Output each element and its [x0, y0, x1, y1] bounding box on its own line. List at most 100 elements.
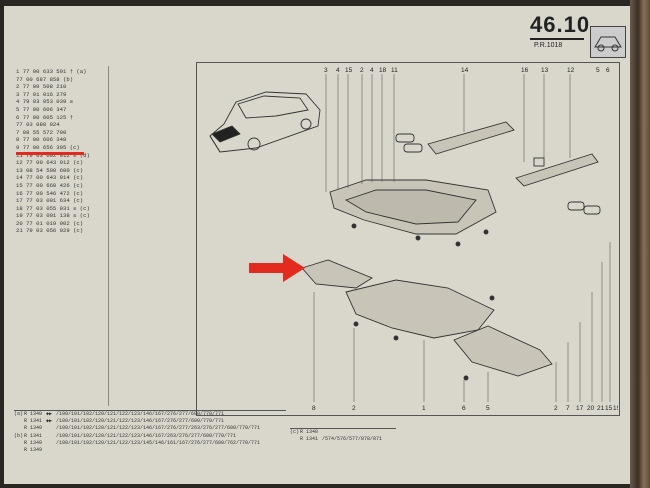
red-arrow-icon — [249, 254, 305, 282]
callout-label: 14 — [461, 67, 469, 74]
callout-label: 2 — [352, 405, 356, 412]
part-row: 77 00 687 858 (b) — [16, 75, 74, 83]
callout-label: 8 — [312, 405, 316, 412]
ap-mark: ◆▶ — [46, 411, 53, 417]
ap-r: R 1340 — [24, 411, 43, 417]
part-row: 12 77 00 643 912 (c) — [16, 159, 84, 167]
ap-code — [14, 418, 24, 425]
part-row: 2 77 00 508 210 — [16, 83, 67, 91]
ap-code: (a) — [14, 411, 24, 417]
ap-models: /100/101/102/120/121/122/123/146/167/276… — [56, 425, 261, 432]
ap-r: R 1341 — [300, 436, 319, 443]
table-row: (c) R 1340 — [290, 429, 396, 436]
callout-label: 3 — [324, 67, 328, 74]
book-binding — [630, 0, 650, 488]
callout-label: 15 — [605, 405, 613, 412]
upper-rail-right — [515, 153, 599, 187]
lower-shield — [345, 279, 495, 339]
callout-label: 16 — [521, 67, 529, 74]
ap-r: R 1340 — [300, 429, 319, 435]
table-row: R 1341 ◆▶ /100/101/102/120/121/122/123/1… — [14, 418, 286, 425]
column-divider — [108, 66, 109, 406]
table-row: (b) R 1341 /100/101/102/120/121/122/123/… — [14, 433, 286, 440]
diagram-frame — [196, 62, 620, 416]
part-row: 8 77 00 606 348 — [16, 136, 67, 144]
part-row: 13 08 54 590 600 (c) — [16, 166, 84, 174]
ap-code — [290, 436, 300, 443]
leader-lines — [313, 74, 611, 402]
ap-models: /100/101/102/120/121/122/123/146/167/276… — [56, 418, 225, 425]
ap-r: R 1340 — [24, 439, 43, 446]
ap-models: /100/101/102/120/121/122/123/145/146/161… — [56, 439, 261, 446]
upper-rail-left — [427, 121, 515, 155]
application-table-c: (c) R 1340 R 1341 /574/576/577/878/871 — [290, 428, 396, 443]
callout-label: 19 — [613, 405, 618, 412]
callout-label: 2 — [554, 405, 558, 412]
callout-label: 4 — [370, 67, 374, 74]
page-subref: P.R.1018 — [534, 42, 563, 49]
part-row: 18 77 03 055 031 ☒ (c) — [16, 204, 90, 212]
section-thumbnail-icon — [590, 26, 626, 58]
callout-label: 5 — [486, 405, 490, 412]
ap-r: R 1341 — [24, 418, 43, 425]
page-number: 46.10 — [530, 12, 591, 37]
ap-code — [14, 440, 24, 447]
callout-label: 1 — [422, 405, 426, 412]
part-row: 7 08 55 572 700 — [16, 128, 67, 136]
part-row: 15 77 00 660 426 (c) — [16, 181, 84, 189]
callout-label: 21 — [597, 405, 605, 412]
callout-label: 15 — [345, 67, 353, 74]
callout-label: 5 — [596, 67, 600, 74]
car-illustration-icon — [209, 91, 321, 153]
part-row: 4 79 03 053 039 ☒ — [16, 98, 74, 106]
callout-label: 7 — [566, 405, 570, 412]
bracket-parts — [395, 133, 601, 215]
red-highlight-underline — [16, 152, 84, 155]
callout-label: 12 — [567, 67, 575, 74]
part-row: 3 77 01 016 279 — [16, 90, 67, 98]
callout-label: 20 — [587, 405, 595, 412]
ap-models: /100/101/102/120/121/122/123/146/167/263… — [56, 432, 237, 439]
ap-code: (b) — [14, 432, 24, 439]
callout-label: 6 — [462, 405, 466, 412]
callout-label: 13 — [541, 67, 549, 74]
part-row: 11 79 03 092 012 ☒ (d) — [16, 151, 90, 159]
part-row: 6 77 00 605 125 † — [16, 113, 74, 121]
table-row: R 1349 — [14, 447, 286, 454]
ap-code: (c) — [290, 429, 300, 435]
ap-r: R 1349 — [24, 447, 43, 454]
part-row: 17 77 03 001 634 (c) — [16, 197, 84, 205]
exploded-view-diagram: 3 4 15 2 4 18 11 14 16 13 12 5 6 8 2 1 6… — [209, 67, 618, 412]
table-row: R 1341 /574/576/577/878/871 — [290, 436, 396, 443]
ap-mark — [46, 440, 56, 447]
table-row: R 1340 /100/101/102/120/121/122/123/146/… — [14, 425, 286, 432]
callout-label: 2 — [360, 67, 364, 74]
part-row: 1 77 00 633 591 † (a) — [16, 68, 87, 75]
callout-label: 11 — [391, 67, 398, 74]
part-row: 77 03 088 024 — [16, 121, 60, 129]
part-row-highlighted: 9 77 00 656 305 (c) — [16, 143, 80, 151]
ap-mark — [46, 433, 56, 440]
ap-mark — [46, 425, 56, 432]
part-row: 5 77 00 606 347 — [16, 105, 67, 113]
ap-models: /100/101/102/120/121/122/123/146/167/276… — [56, 411, 225, 417]
ap-mark: ◆▶ — [46, 418, 53, 425]
bolt-fasteners — [351, 223, 495, 381]
lower-rear-shield — [453, 325, 553, 377]
ap-code — [14, 425, 24, 432]
ap-r: R 1341 — [24, 432, 43, 439]
part-row: 20 77 01 019 002 (c) — [16, 219, 84, 227]
callout-label: 6 — [606, 67, 610, 74]
ap-models: /574/576/577/878/871 — [322, 436, 383, 443]
part-row: 19 77 03 001 138 ☒ (c) — [16, 212, 90, 220]
ap-code — [14, 447, 24, 454]
page-number-rule — [530, 38, 584, 40]
front-deflector-highlighted — [301, 259, 373, 289]
table-row: (a) R 1340 ◆▶ /100/101/102/120/121/122/1… — [14, 411, 286, 418]
part-row: 21 79 03 056 029 (c) — [16, 227, 84, 235]
part-row: 14 77 00 643 914 (c) — [16, 174, 84, 182]
application-table: (a) R 1340 ◆▶ /100/101/102/120/121/122/1… — [14, 410, 286, 454]
ap-r: R 1340 — [24, 425, 43, 432]
parts-list: 1 77 00 633 591 † (a) 77 00 687 858 (b) … — [16, 68, 104, 235]
upper-shield — [329, 179, 497, 235]
